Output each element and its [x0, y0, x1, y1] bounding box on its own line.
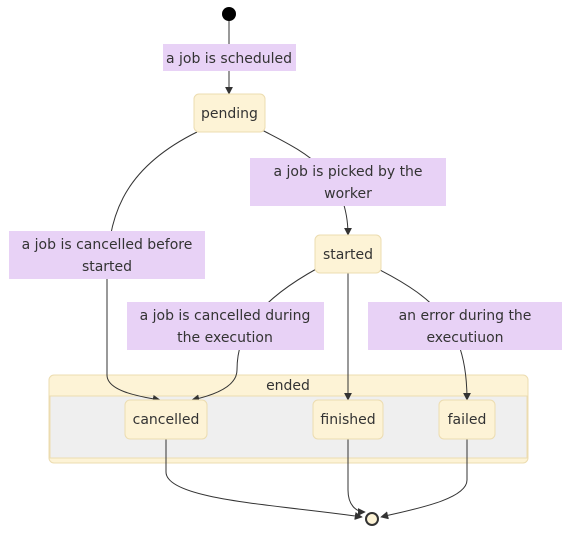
edge-cancelled-to-end [165, 439, 363, 520]
svg-text:the execution: the execution [177, 330, 273, 346]
state-finished-label: finished [320, 412, 375, 428]
state-failed-label: failed [448, 412, 487, 428]
state-cancelled-label: cancelled [133, 412, 200, 428]
state-cancelled[interactable]: cancelled [124, 399, 208, 440]
svg-text:worker: worker [324, 186, 372, 202]
state-pending[interactable]: pending [193, 93, 266, 133]
start-node [222, 7, 236, 21]
edge-label-scheduled: a job is scheduled [163, 44, 296, 71]
state-started-label: started [323, 247, 373, 263]
edge-label-error-during: an error during the executiuon [368, 302, 562, 350]
end-node [365, 512, 379, 526]
edge-label-picked: a job is picked by the worker [250, 158, 446, 206]
edge-label-cancelled-during: a job is cancelled during the execution [127, 302, 324, 350]
svg-text:a job is scheduled: a job is scheduled [166, 51, 292, 67]
transitions [106, 18, 471, 520]
svg-text:a job is cancelled before: a job is cancelled before [22, 237, 193, 253]
edge-label-cancelled-before: a job is cancelled before started [9, 231, 205, 279]
state-started[interactable]: started [314, 234, 382, 274]
svg-text:a job is picked by the: a job is picked by the [273, 164, 422, 180]
state-failed[interactable]: failed [438, 399, 496, 440]
svg-text:an error during the: an error during the [399, 308, 532, 324]
svg-text:a job is cancelled during: a job is cancelled during [140, 308, 311, 324]
svg-text:executiuon: executiuon [426, 330, 503, 346]
ended-title: ended [266, 378, 310, 394]
svg-text:started: started [82, 259, 132, 275]
state-pending-label: pending [201, 106, 258, 122]
edge-failed-to-end [380, 439, 468, 520]
edge-finished-to-end [347, 439, 366, 516]
state-finished[interactable]: finished [312, 399, 384, 440]
edge-started-to-cancelled [191, 267, 319, 403]
